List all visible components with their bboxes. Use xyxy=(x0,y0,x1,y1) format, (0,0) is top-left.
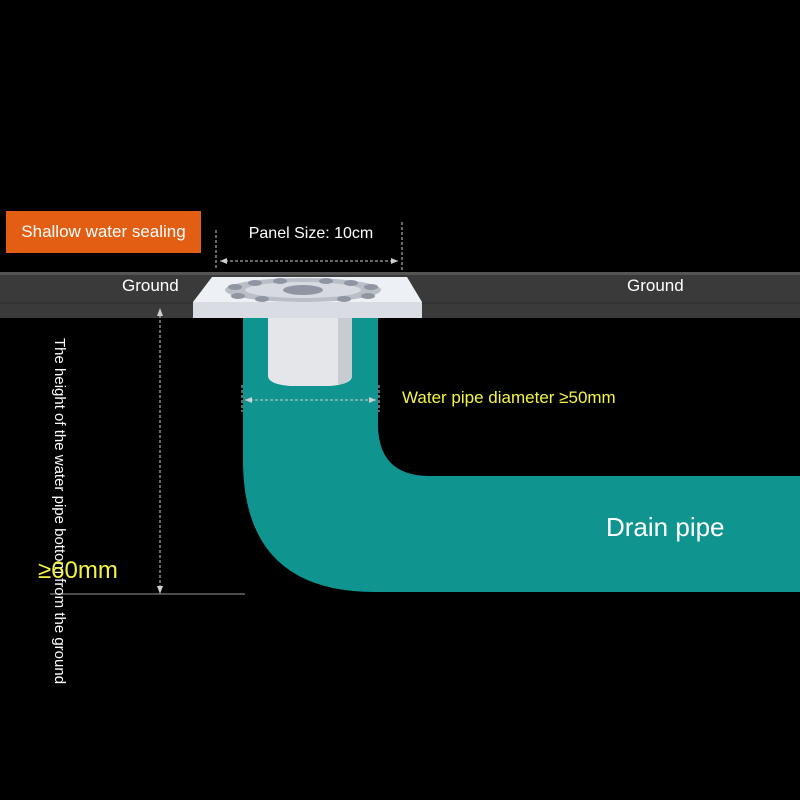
pipe-height-note: The height of the water pipe bottom from… xyxy=(51,338,68,685)
drain-cover-holes xyxy=(228,278,378,302)
drain-body-shade xyxy=(338,318,352,385)
min-height-value: ≥60mm xyxy=(38,557,118,584)
pipe-diameter-arrow-right xyxy=(369,397,376,403)
height-arrow-bottom xyxy=(157,586,163,594)
drain-cover-front xyxy=(193,302,422,318)
drain-body xyxy=(268,318,352,386)
panel-size-arrow-right xyxy=(391,258,398,264)
ground-label-right: Ground xyxy=(627,276,684,295)
drain-pipe xyxy=(243,318,800,592)
ground-slab-top-edge xyxy=(0,272,800,275)
pipe-diameter-arrow-left xyxy=(245,397,252,403)
drain-pipe-label: Drain pipe xyxy=(606,512,725,542)
drain-cover-center-hole xyxy=(283,285,323,295)
shallow-water-sealing-badge: Shallow water sealing xyxy=(6,211,201,253)
height-arrow-top xyxy=(157,308,163,316)
panel-size-arrow-left xyxy=(220,258,227,264)
pipe-diameter-label: Water pipe diameter ≥50mm xyxy=(392,375,667,425)
ground-label-left: Ground xyxy=(122,276,179,295)
panel-size-label: Panel Size: 10cm xyxy=(222,220,400,252)
